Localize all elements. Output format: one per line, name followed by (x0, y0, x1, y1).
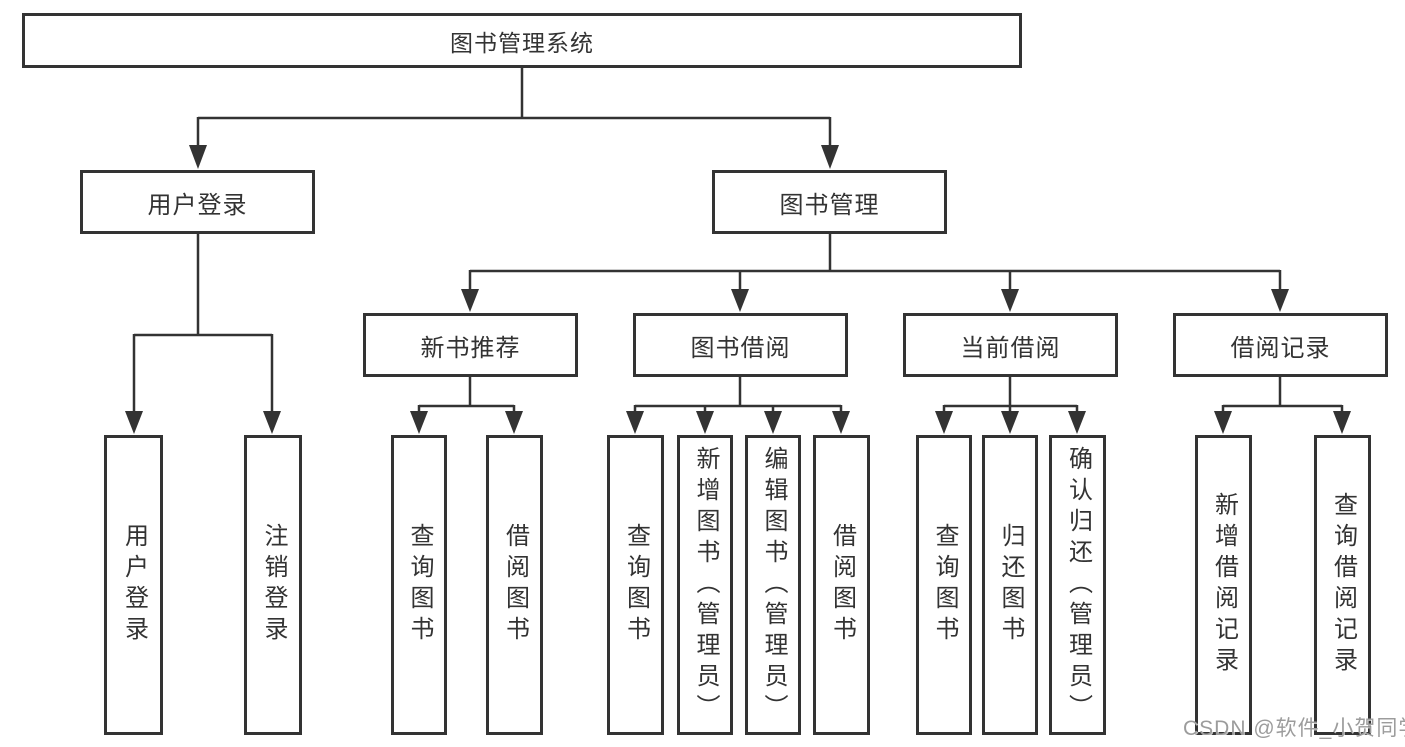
node-book-borrow-label: 图书借阅 (690, 334, 791, 362)
leaf-logout-label: 注销登录 (260, 523, 287, 647)
node-borrow-records: 借阅记录 (1173, 313, 1388, 377)
leaf-user-login: 用户登录 (104, 435, 163, 735)
leaf-add-book-admin: 新增图书（管理员） (677, 435, 733, 735)
leaf-borrow-book: 借阅图书 (813, 435, 870, 735)
node-user-login: 用户登录 (80, 170, 315, 234)
node-book-management: 图书管理 (712, 170, 947, 234)
node-new-book-recommend: 新书推荐 (363, 313, 578, 377)
leaf-query-book-recommend-label: 查询图书 (406, 523, 433, 647)
leaf-edit-book-admin: 编辑图书（管理员） (745, 435, 801, 735)
node-book-management-label: 图书管理 (779, 191, 880, 219)
leaf-confirm-return-admin-label: 确认归还（管理员） (1064, 445, 1092, 725)
leaf-return-book: 归还图书 (982, 435, 1038, 735)
node-current-borrow: 当前借阅 (903, 313, 1118, 377)
leaf-confirm-return-admin: 确认归还（管理员） (1049, 435, 1106, 735)
leaf-edit-book-admin-label: 编辑图书（管理员） (760, 445, 787, 725)
node-book-borrow: 图书借阅 (633, 313, 848, 377)
leaf-add-borrow-record-label: 新增借阅记录 (1210, 492, 1238, 678)
leaf-borrow-book-recommend: 借阅图书 (486, 435, 543, 735)
leaf-user-login-label: 用户登录 (120, 523, 148, 647)
connector-edges (132, 68, 1344, 412)
leaf-query-book-current-label: 查询图书 (931, 523, 958, 647)
node-borrow-records-label: 借阅记录 (1230, 334, 1331, 362)
arrowhead-icons (125, 145, 1351, 434)
leaf-query-borrow-record: 查询借阅记录 (1314, 435, 1371, 735)
node-current-borrow-label: 当前借阅 (960, 334, 1061, 362)
leaf-add-borrow-record: 新增借阅记录 (1195, 435, 1252, 735)
leaf-borrow-book-label: 借阅图书 (828, 523, 856, 647)
leaf-borrow-book-recommend-label: 借阅图书 (501, 523, 529, 647)
leaf-add-book-admin-label: 新增图书（管理员） (692, 445, 719, 725)
node-user-login-label: 用户登录 (147, 191, 248, 219)
node-root-label: 图书管理系统 (450, 29, 594, 56)
leaf-query-book-borrow-label: 查询图书 (622, 523, 650, 647)
leaf-return-book-label: 归还图书 (997, 523, 1024, 647)
leaf-query-book-borrow: 查询图书 (607, 435, 664, 735)
node-root: 图书管理系统 (22, 13, 1022, 68)
leaf-query-book-recommend: 查询图书 (391, 435, 447, 735)
node-new-book-recommend-label: 新书推荐 (420, 334, 521, 362)
leaf-logout: 注销登录 (244, 435, 302, 735)
leaf-query-book-current: 查询图书 (916, 435, 972, 735)
leaf-query-borrow-record-label: 查询借阅记录 (1329, 492, 1357, 678)
csdn-watermark: CSDN @软件_小贺同学 (1183, 717, 1405, 740)
